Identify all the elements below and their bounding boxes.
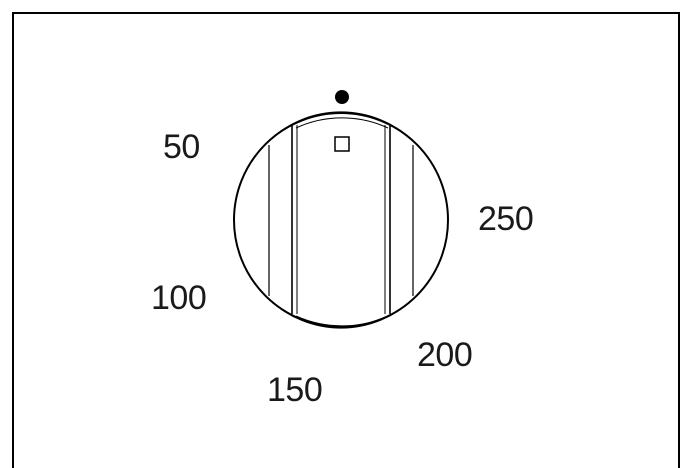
scale-label-150: 150 <box>267 371 323 409</box>
dot-marker-icon <box>335 90 349 104</box>
knob-body[interactable] <box>233 112 449 328</box>
scale-label-50: 50 <box>163 128 200 166</box>
scale-label-200: 200 <box>417 336 473 374</box>
square-pointer-icon <box>334 136 350 152</box>
scale-label-250: 250 <box>478 200 534 238</box>
knob-rim-top <box>269 111 413 141</box>
diagram-frame <box>12 12 680 468</box>
scale-label-100: 100 <box>151 279 207 317</box>
knob-rim-bottom-outer <box>295 315 389 327</box>
knob-rim-top-outer <box>295 117 389 129</box>
knob-rim-bottom <box>269 299 413 329</box>
